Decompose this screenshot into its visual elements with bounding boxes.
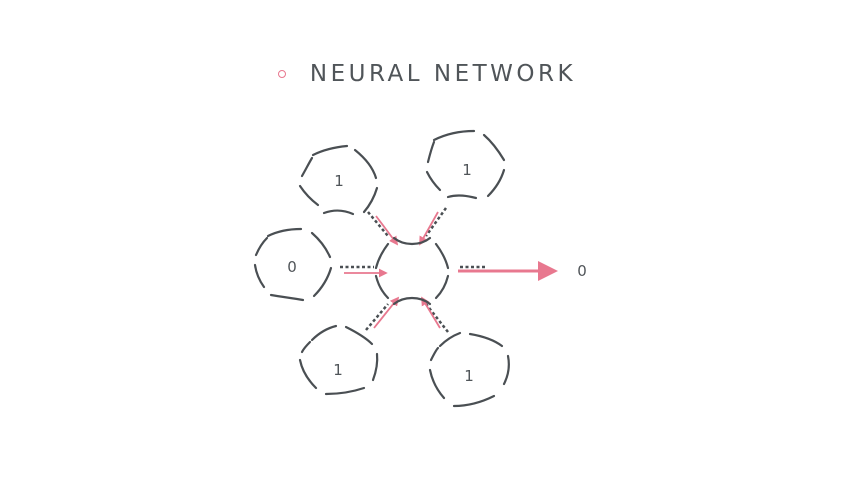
connection-bottom-right	[421, 296, 449, 333]
connection-output	[458, 261, 558, 281]
output-value: 0	[577, 262, 587, 280]
neuron-bottom-left: 1	[298, 324, 379, 396]
neuron-top-right: 1	[425, 129, 506, 200]
title-row: NEURAL NETWORK	[0, 58, 854, 90]
connection-left	[340, 265, 388, 278]
neuron-top-left-value: 1	[334, 172, 344, 190]
neuron-center	[374, 236, 450, 306]
neuron-left: 0	[253, 227, 333, 302]
neuron-bottom-left-value: 1	[333, 361, 343, 379]
connection-top-right	[419, 207, 448, 246]
connection-top-left	[367, 211, 399, 246]
connection-bottom-left	[365, 296, 400, 331]
title-bullet-icon	[277, 70, 286, 78]
neuron-top-right-value: 1	[462, 161, 472, 179]
neuron-bottom-right: 1	[428, 331, 510, 408]
neuron-left-value: 0	[287, 258, 297, 276]
page-title: NEURAL NETWORK	[309, 61, 577, 87]
neuron-top-left: 1	[298, 144, 379, 216]
neuron-bottom-right-value: 1	[464, 367, 474, 385]
